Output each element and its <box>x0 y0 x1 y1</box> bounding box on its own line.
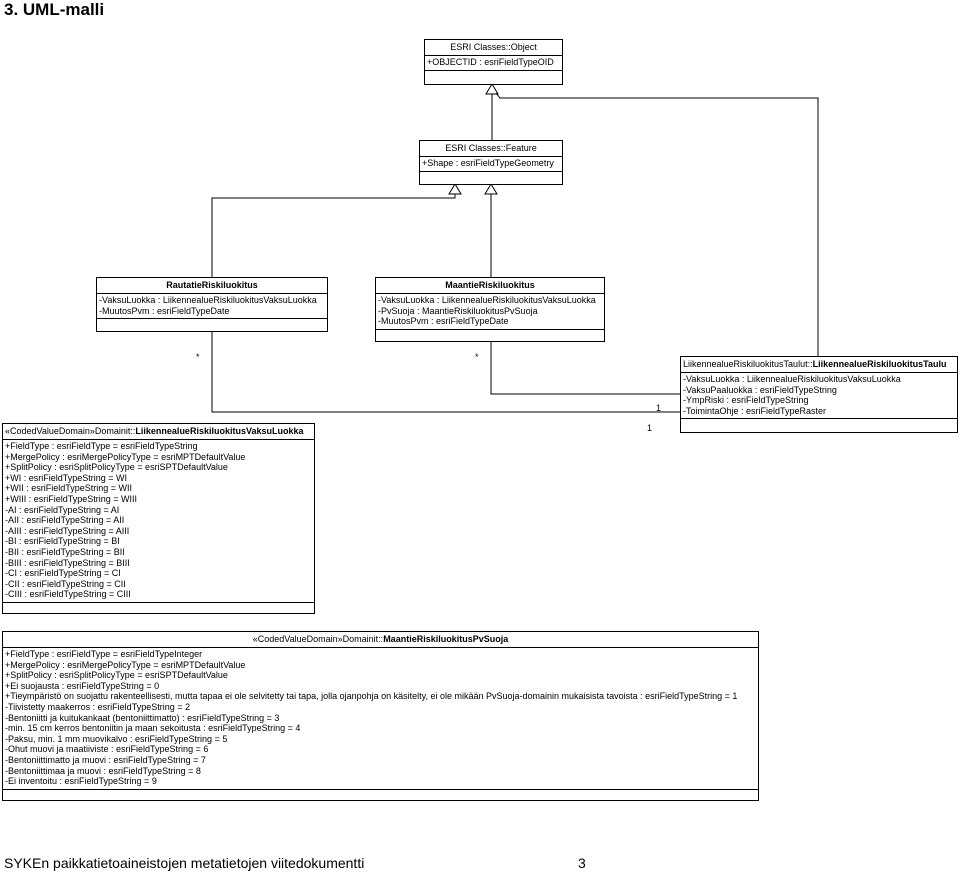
class-attribute: -PvSuoja : MaantieRiskiluokitusPvSuoja <box>378 305 538 316</box>
class-rautatie-riskiluokitus[interactable]: RautatieRiskiluokitus -VaksuLuokka : Lii… <box>96 277 328 332</box>
class-attributes: +Shape : esriFieldTypeGeometry <box>420 157 562 172</box>
class-attribute: -Ei inventoitu : esriFieldTypeString = 9 <box>5 776 157 787</box>
class-name-prefix: «CodedValueDomain»Domainit:: <box>252 633 384 644</box>
class-attributes: +OBJECTID : esriFieldTypeOID <box>425 56 562 71</box>
class-attribute: +Tieympäristö on suojattu rakenteellises… <box>5 691 738 702</box>
class-attributes: -VaksuLuokka : LiikennealueRiskiluokitus… <box>97 294 327 320</box>
class-name: ESRI Classes::Object <box>425 40 562 56</box>
class-name-text: MaantieRiskiluokitusPvSuoja <box>383 633 509 644</box>
class-attribute: -BIII : esriFieldTypeString = BIII <box>5 557 130 568</box>
class-attributes: +FieldType : esriFieldType = esriFieldTy… <box>3 648 758 790</box>
class-attribute: -Tiivistetty maakerros : esriFieldTypeSt… <box>5 701 190 712</box>
association-maantie-taulu <box>490 341 680 395</box>
class-maantie-riskiluokitus[interactable]: MaantieRiskiluokitus -VaksuLuokka : Liik… <box>375 277 605 342</box>
class-attribute: +WIII : esriFieldTypeString = WIII <box>5 493 138 504</box>
class-attribute: -Bentoniittimatto ja muovi : esriFieldTy… <box>5 754 206 765</box>
generalization-taulu-object <box>495 92 819 356</box>
class-attribute: -MuutosPvm : esriFieldTypeDate <box>99 305 230 316</box>
class-name-text: LiikennealueRiskiluokitusTaulu <box>812 358 947 369</box>
class-name-prefix: «CodedValueDomain»Domainit:: <box>5 425 136 436</box>
class-attribute: -VaksuLuokka : LiikennealueRiskiluokitus… <box>99 295 317 305</box>
class-esri-object[interactable]: ESRI Classes::Object +OBJECTID : esriFie… <box>424 39 563 85</box>
class-name: ESRI Classes::Feature <box>420 141 562 157</box>
class-attribute: +FieldType : esriFieldType = esriFieldTy… <box>5 441 198 451</box>
class-attributes: -VaksuLuokka : LiikennealueRiskiluokitus… <box>376 294 604 330</box>
class-attribute: +WI : esriFieldTypeString = WI <box>5 472 128 483</box>
class-attribute: +OBJECTID : esriFieldTypeOID <box>427 57 554 67</box>
class-attribute: -AI : esriFieldTypeString = AI <box>5 504 120 515</box>
class-attribute: -min. 15 cm kerros bentoniitin ja maan s… <box>5 723 301 734</box>
class-attributes: -VaksuLuokka : LiikennealueRiskiluokitus… <box>681 373 957 420</box>
class-attributes: +FieldType : esriFieldType = esriFieldTy… <box>3 440 314 603</box>
class-attribute: -VaksuPaaluokka : esriFieldTypeString <box>683 384 837 395</box>
class-attribute: +MergePolicy : esriMergePolicyType = esr… <box>5 451 246 462</box>
multiplicity-maantie: * <box>475 352 479 362</box>
class-name: RautatieRiskiluokitus <box>97 278 327 294</box>
class-name: LiikennealueRiskiluokitusTaulut::Liikenn… <box>681 357 957 373</box>
class-liikennealue-riskiluokitus-taulu[interactable]: LiikennealueRiskiluokitusTaulut::Liikenn… <box>680 356 958 433</box>
class-attribute: -MuutosPvm : esriFieldTypeDate <box>378 316 509 327</box>
class-attribute: -CII : esriFieldTypeString = CII <box>5 578 126 589</box>
association-rautatie-taulu <box>211 331 680 413</box>
class-attribute: -AIII : esriFieldTypeString = AIII <box>5 525 130 536</box>
class-attribute: -Bentoniitti ja kuitukankaat (bentoniitt… <box>5 712 280 723</box>
class-esri-feature[interactable]: ESRI Classes::Feature +Shape : esriField… <box>419 140 563 185</box>
multiplicity-rautatie: * <box>196 352 200 362</box>
class-domain-pvsuoja[interactable]: «CodedValueDomain»Domainit::MaantieRiski… <box>2 631 759 801</box>
class-attribute: -Bentoniittimaa ja muovi : esriFieldType… <box>5 765 201 776</box>
class-attribute: -ToimintaOhje : esriFieldTypeRaster <box>683 405 827 416</box>
class-name: MaantieRiskiluokitus <box>376 278 604 294</box>
class-attribute: -VaksuLuokka : LiikennealueRiskiluokitus… <box>683 374 901 384</box>
generalization-arrowhead <box>485 83 499 95</box>
generalization-arrowhead <box>484 183 498 195</box>
class-attribute: +SplitPolicy : esriSplitPolicyType = esr… <box>5 670 228 681</box>
class-attribute: -BII : esriFieldTypeString = BII <box>5 546 125 557</box>
class-attribute: +WII : esriFieldTypeString = WII <box>5 483 133 494</box>
class-name-prefix: LiikennealueRiskiluokitusTaulut:: <box>683 358 813 369</box>
generalization-arrowhead <box>448 183 462 195</box>
class-attribute: -Ohut muovi ja maatiiviste : esriFieldTy… <box>5 744 209 755</box>
class-attribute: -BI : esriFieldTypeString = BI <box>5 536 120 547</box>
class-name-text: MaantieRiskiluokitus <box>445 279 535 290</box>
class-attribute: +Shape : esriFieldTypeGeometry <box>422 158 554 168</box>
class-attribute: +MergePolicy : esriMergePolicyType = esr… <box>5 659 246 670</box>
multiplicity-taulu-1: 1 <box>656 403 662 413</box>
class-attribute: +SplitPolicy : esriSplitPolicyType = esr… <box>5 462 228 473</box>
multiplicity-taulu-2: 1 <box>647 423 653 433</box>
class-name-text: LiikennealueRiskiluokitusVaksuLuokka <box>135 425 304 436</box>
class-attribute: -CIII : esriFieldTypeString = CIII <box>5 589 131 600</box>
class-attribute: -CI : esriFieldTypeString = CI <box>5 568 121 579</box>
class-attribute: -Paksu, min. 1 mm muovikalvo : esriField… <box>5 733 228 744</box>
page-footer: SYKEn paikkatietoaineistojen metatietoje… <box>4 855 365 871</box>
class-name-text: RautatieRiskiluokitus <box>166 279 258 290</box>
page-heading: 3. UML-malli <box>4 0 105 19</box>
class-name: «CodedValueDomain»Domainit::Liikennealue… <box>3 424 314 440</box>
class-name: «CodedValueDomain»Domainit::MaantieRiski… <box>3 632 758 648</box>
class-domain-vaksuluokka[interactable]: «CodedValueDomain»Domainit::Liikennealue… <box>2 423 315 614</box>
page-number: 3 <box>578 855 586 871</box>
generalization-rautatie-feature <box>211 193 456 277</box>
class-attribute: -AII : esriFieldTypeString = AII <box>5 515 125 526</box>
class-attribute: -YmpRiski : esriFieldTypeString <box>683 395 809 406</box>
class-attribute: +Ei suojausta : esriFieldTypeString = 0 <box>5 680 160 691</box>
class-attribute: +FieldType : esriFieldType = esriFieldTy… <box>5 649 203 659</box>
class-attribute: -VaksuLuokka : LiikennealueRiskiluokitus… <box>378 295 596 305</box>
